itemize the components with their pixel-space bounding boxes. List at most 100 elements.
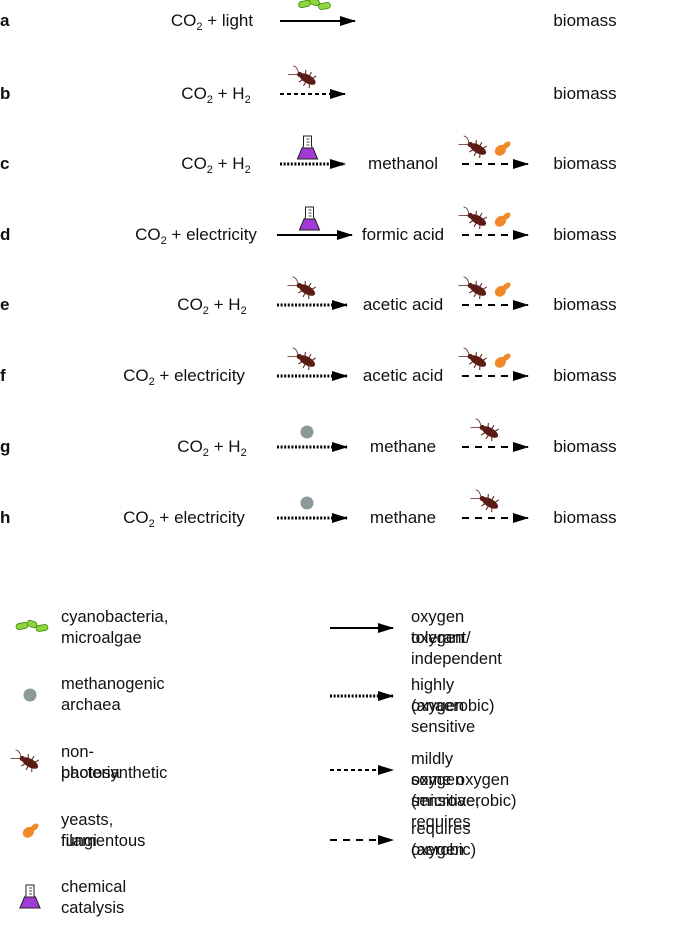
bacteria-icon <box>458 276 487 300</box>
co2-subscript: 2 <box>206 164 213 176</box>
legend-organism-line: non-photosynthetic <box>61 743 168 782</box>
co2-base: CO <box>177 295 203 314</box>
flask-icon <box>296 135 319 160</box>
legend-organism-line: microalgae <box>61 629 142 647</box>
co2-base: CO <box>181 154 207 173</box>
product-label: methane <box>369 437 437 456</box>
reactant-rest: + H <box>212 154 245 173</box>
legend-arrow-line-text: highly oxygen sensitive <box>411 676 476 736</box>
reactant-rest: + electricity <box>166 225 257 244</box>
legend-arrow-line-text: some oxygen (microaerobic) <box>411 771 517 810</box>
legend-arrow-line-text: (anaerobic) <box>411 697 495 715</box>
co2-subscript: 2 <box>196 21 203 33</box>
row-letter: b <box>0 84 11 103</box>
co2-subscript: 2 <box>160 235 167 247</box>
legend-arrow-line-text: oxygen tolerant/ <box>411 608 471 647</box>
reactant: CO2 + H2 <box>177 295 247 317</box>
legend-organism-line: archaea <box>61 696 121 714</box>
bacteria-icon <box>287 347 316 371</box>
legend-organism-line: yeasts, filamentous <box>61 811 146 850</box>
product-label: biomass <box>553 508 617 527</box>
reactant-rest: + electricity <box>154 508 245 527</box>
h2-subscript: 2 <box>240 447 247 459</box>
yeast-icon <box>494 141 511 156</box>
co2-base: CO <box>170 11 197 30</box>
product-label: biomass <box>553 154 617 173</box>
co2-base: CO <box>123 366 149 385</box>
row-letter: f <box>0 366 6 385</box>
archaea-icon <box>300 425 314 439</box>
h2-subscript: 2 <box>244 164 251 176</box>
reactant-rest: + H <box>208 295 241 314</box>
row-letter: e <box>0 295 10 314</box>
product-label: biomass <box>553 437 617 456</box>
co2-subscript: 2 <box>148 376 155 388</box>
reactant-rest: + H <box>208 437 241 456</box>
legend-arrow-line-text: mildly oxygen sensitive, requires <box>411 750 480 831</box>
cyanobacteria-icon <box>298 0 331 10</box>
bacteria-icon <box>470 418 499 442</box>
reactant: CO2 + H2 <box>181 84 251 106</box>
product-label: methanol <box>368 154 438 173</box>
product-label: acetic acid <box>362 366 444 385</box>
reactant: CO2 + electricity <box>135 225 257 247</box>
legend-organism-line: catalysis <box>61 899 125 917</box>
row-letter: a <box>0 11 10 30</box>
co2-subscript: 2 <box>202 305 209 317</box>
row-letter: c <box>0 154 10 173</box>
co2-subscript: 2 <box>206 94 213 106</box>
row-letter: h <box>0 508 11 527</box>
co2-base: CO <box>177 437 203 456</box>
bacteria-icon <box>458 347 487 371</box>
product-label: formic acid <box>361 225 445 244</box>
bacteria-icon <box>288 65 317 89</box>
legend-organism-line: cyanobacteria, <box>61 608 169 626</box>
bacteria-icon <box>458 206 487 230</box>
reactant-rest: + H <box>212 84 245 103</box>
co2-subscript: 2 <box>202 447 209 459</box>
reactant: CO2 + H2 <box>181 154 251 176</box>
product-label: acetic acid <box>362 295 444 314</box>
arrows-layer <box>277 16 529 845</box>
product-label: biomass <box>553 225 617 244</box>
reactant-rest: + light <box>202 11 254 30</box>
legend-organism-line: methanogenic <box>61 675 165 693</box>
co2-subscript: 2 <box>148 518 155 530</box>
icons-layer <box>10 0 511 909</box>
archaea-icon <box>23 688 37 702</box>
product-label: biomass <box>553 295 617 314</box>
yeast-icon <box>494 212 511 227</box>
bacteria-icon <box>10 749 39 773</box>
product-label: biomass <box>553 84 617 103</box>
co2-base: CO <box>135 225 161 244</box>
yeast-icon <box>494 353 511 368</box>
legend-organism-line: fungi <box>61 832 97 850</box>
reactant: CO2 + electricity <box>123 366 245 388</box>
bacteria-icon <box>458 135 487 159</box>
h2-subscript: 2 <box>244 94 251 106</box>
row-letter: g <box>0 437 11 456</box>
flask-icon <box>19 884 41 909</box>
bacteria-icon <box>470 489 499 513</box>
h2-subscript: 2 <box>240 305 247 317</box>
legend-arrow-line-text: (aerobic) <box>411 841 477 859</box>
legend-arrow-line-text: oxygen independent <box>411 629 502 668</box>
yeast-icon <box>494 282 511 297</box>
legend-organism-line: bacteria <box>61 764 120 782</box>
legend-organism-line: chemical <box>61 878 127 896</box>
reactant: CO2 + H2 <box>177 437 247 459</box>
reactant: CO2 + light <box>170 11 254 33</box>
co2-base: CO <box>181 84 207 103</box>
legend-arrow-line-text: requires oxygen <box>411 820 471 859</box>
row-letter: d <box>0 225 11 244</box>
reactant-rest: + electricity <box>154 366 245 385</box>
co2-base: CO <box>123 508 149 527</box>
reactant: CO2 + electricity <box>123 508 245 530</box>
flask-icon <box>298 206 321 231</box>
product-label: methane <box>369 508 437 527</box>
product-label: biomass <box>553 11 617 30</box>
cyanobacteria-icon <box>15 619 49 632</box>
bacteria-icon <box>287 276 316 300</box>
product-label: biomass <box>553 366 617 385</box>
